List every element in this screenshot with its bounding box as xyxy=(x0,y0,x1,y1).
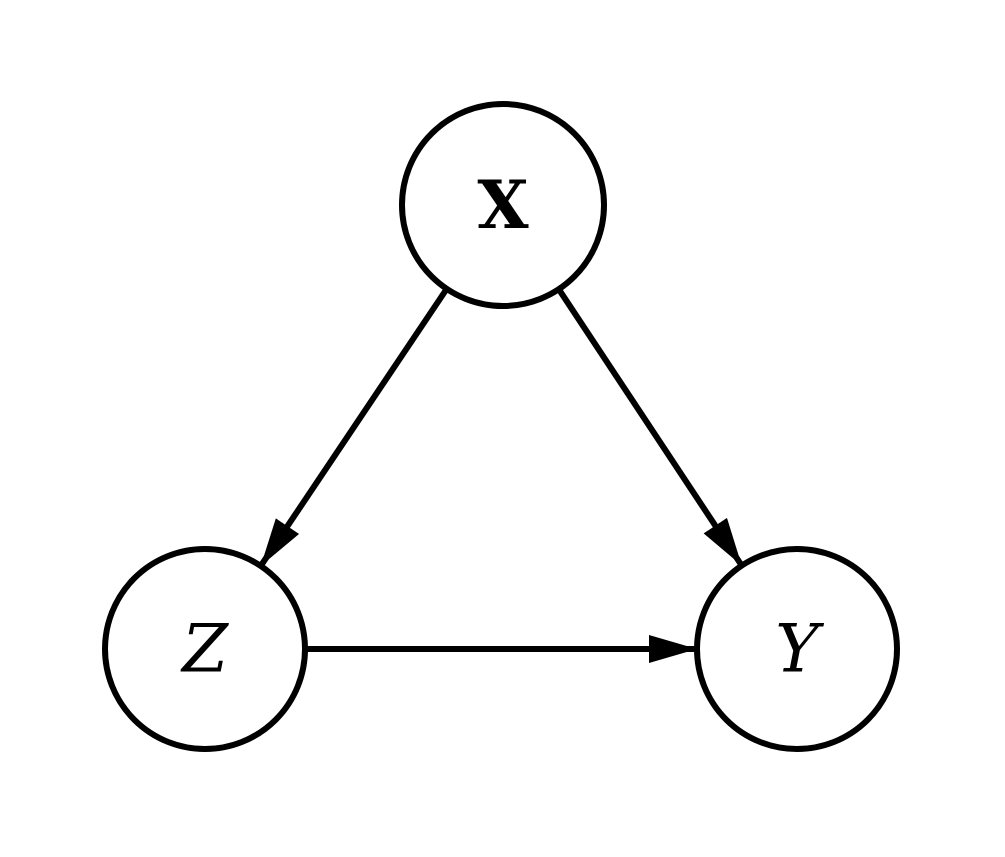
edge-X-Y xyxy=(556,287,745,568)
node-label-Y: Y xyxy=(775,611,824,688)
node-label-Z: Z xyxy=(180,611,229,688)
node-circle-Z xyxy=(102,546,308,752)
node-label-X: X xyxy=(477,166,529,244)
node-circle-Y xyxy=(694,546,900,752)
node-circle-X xyxy=(399,101,607,309)
edge-X-Z xyxy=(258,287,450,568)
